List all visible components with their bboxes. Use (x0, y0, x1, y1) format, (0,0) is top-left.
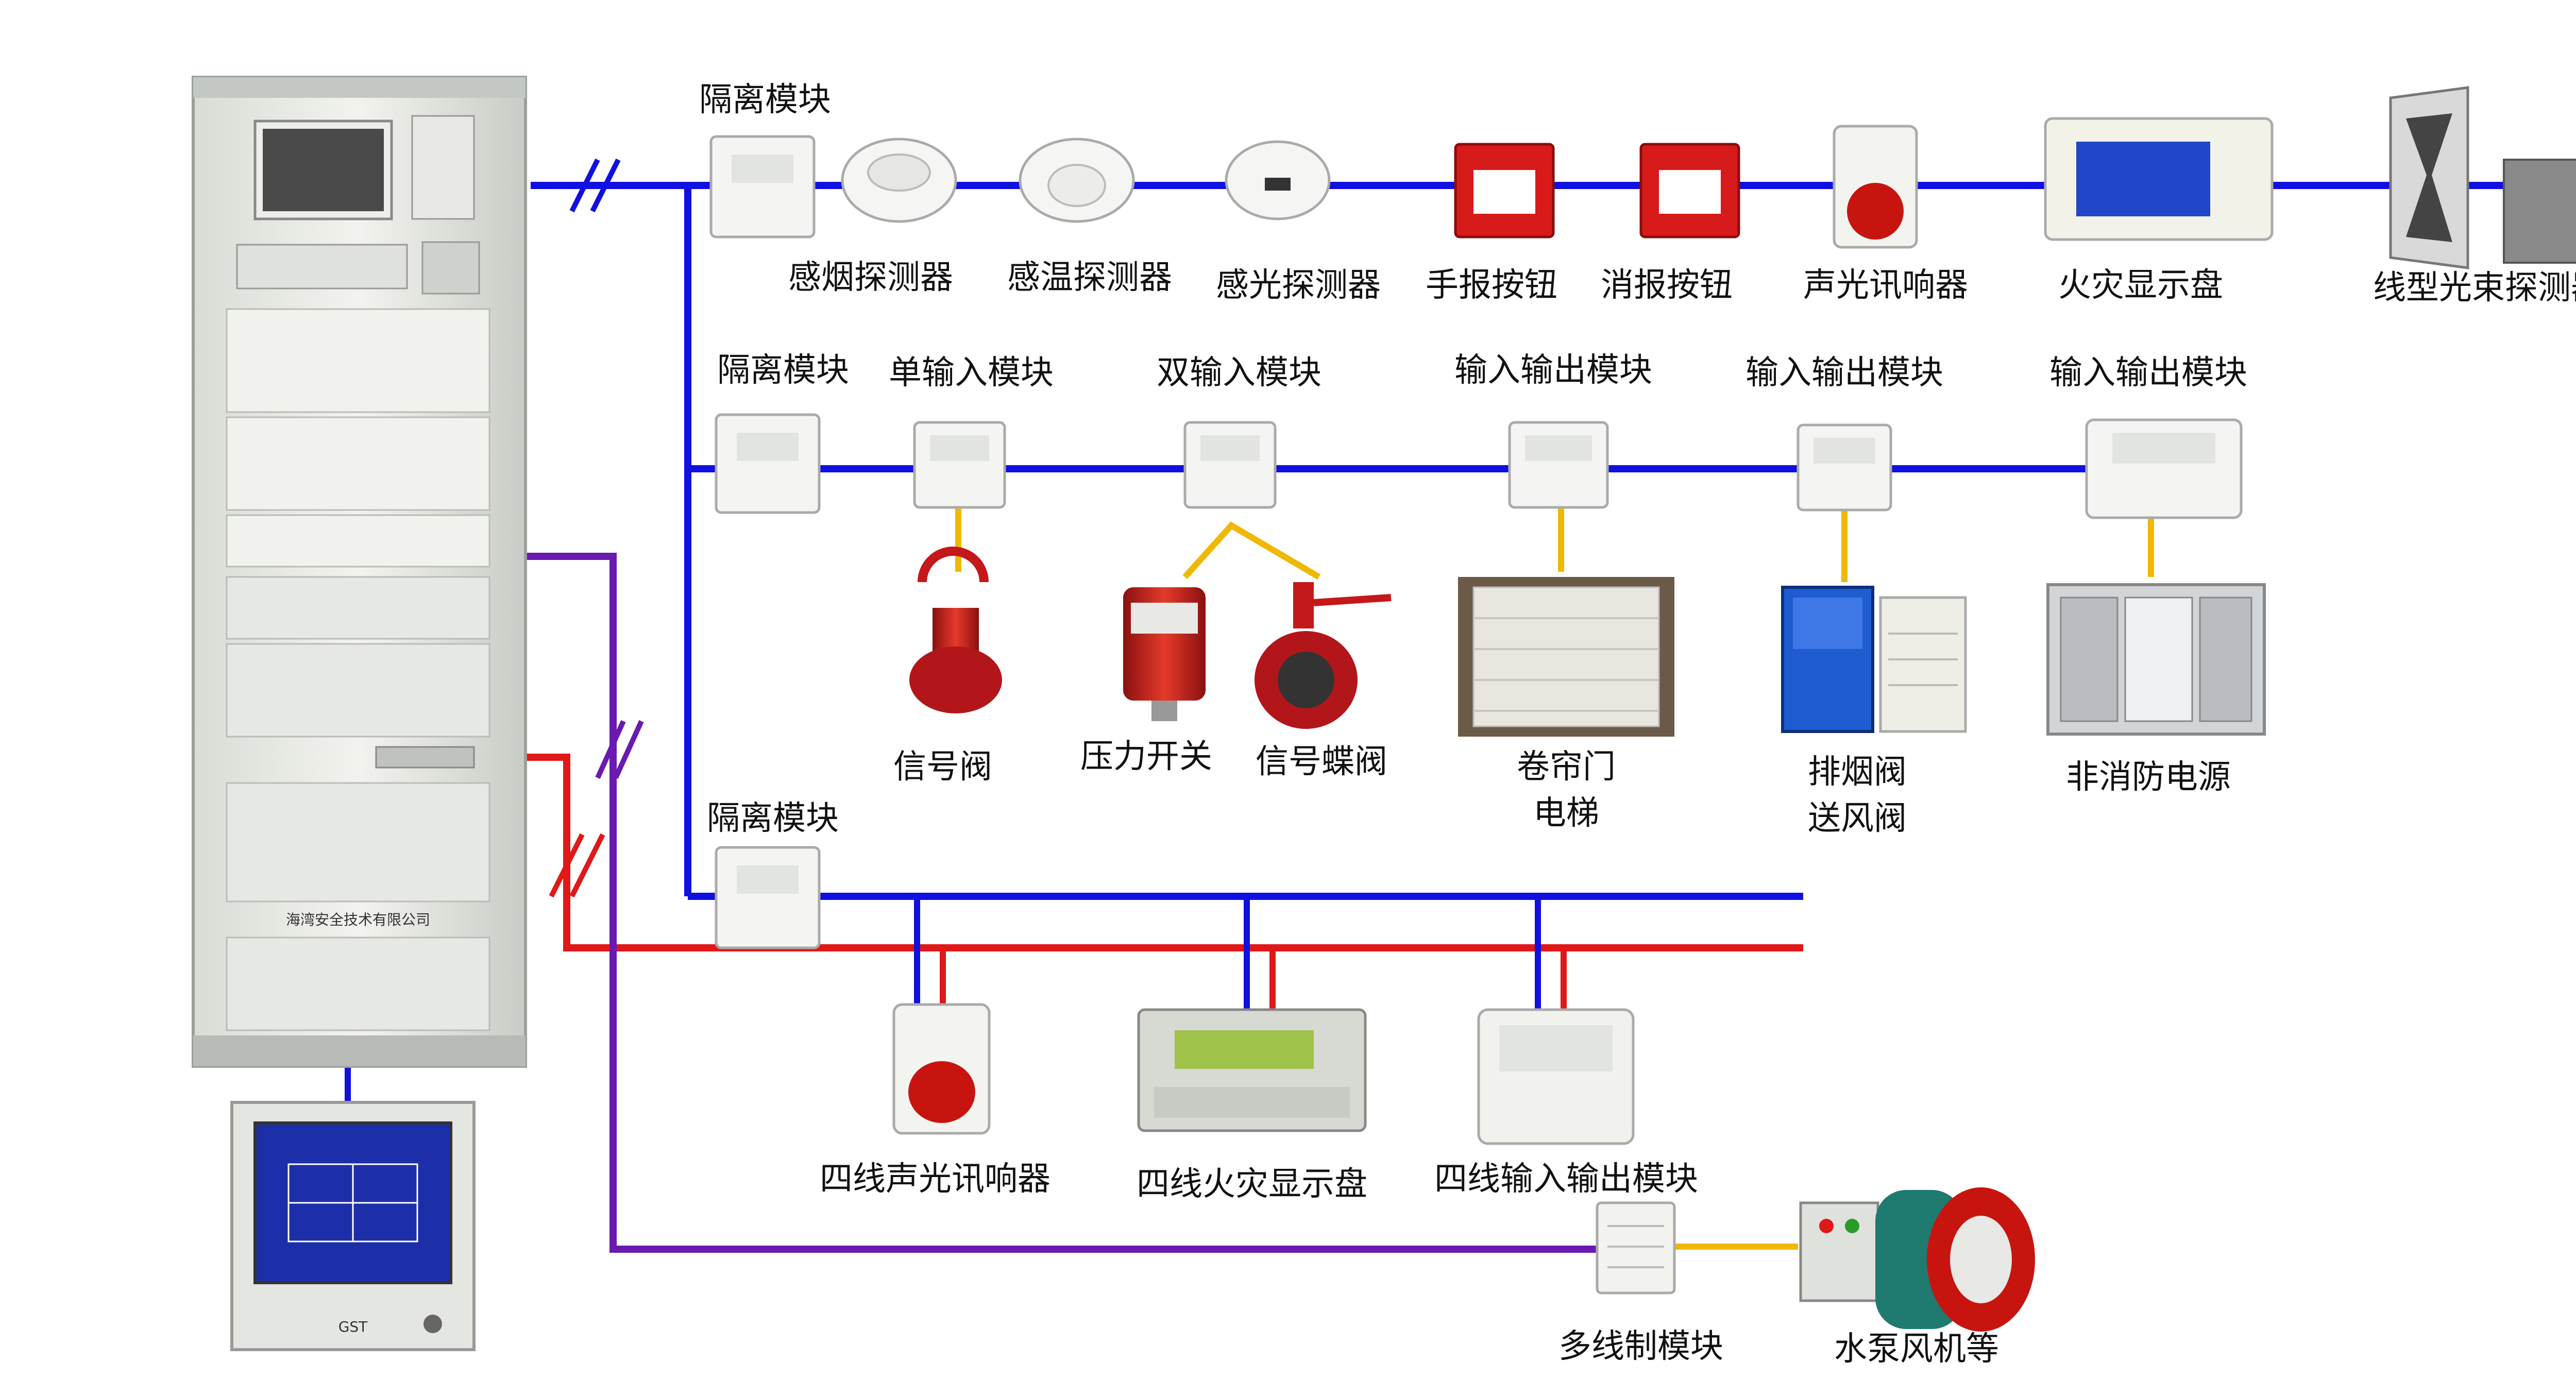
butterfly-valve-label: 信号蝶阀 (1256, 743, 1387, 781)
smoke-detector-label: 感烟探测器 (788, 259, 953, 297)
pump-fan: 水泵风机等 (1799, 1187, 2035, 1368)
sounder-strobe: 声光讯响器 (1803, 125, 1968, 304)
pressure-switch: 压力开关 (1080, 587, 1212, 776)
io-module-3: 输入输出模块 (2049, 354, 2247, 519)
hydrant-button-label: 消报按钮 (1601, 266, 1733, 304)
power-line (526, 754, 1803, 951)
heat-detector: 感温探测器 (1007, 138, 1172, 297)
hydrant-button: 消报按钮 (1601, 143, 1740, 304)
flame-detector-label: 感光探测器 (1216, 266, 1381, 304)
row1-isolator: 隔离模块 (699, 81, 831, 239)
flame-detector: 感光探测器 (1216, 140, 1381, 304)
sounder-strobe-label: 声光讯响器 (1803, 266, 1968, 304)
shutter-door-label: 卷帘门 (1517, 748, 1616, 786)
signal-valve-label: 信号阀 (893, 748, 992, 786)
workstation-brand: GST (338, 1318, 368, 1335)
dual-input-module: 双输入模块 (1157, 354, 1321, 509)
cabinet-indicator-panels (226, 308, 490, 568)
four-wire-display-panel: 四线火灾显示盘 (1137, 1008, 1367, 1203)
beam-detector: 线型光束探测器 (2373, 86, 2576, 307)
cabinet-company-label: 海湾安全技术有限公司 (286, 911, 430, 928)
non-fire-power-label: 非消防电源 (2066, 758, 2231, 796)
smoke-valve-label: 排烟阀 (1808, 753, 1907, 791)
elevator-label: 电梯 (1533, 794, 1599, 832)
four-wire-sounder: 四线声光讯响器 (820, 1003, 1050, 1198)
single-input-module-label: 单输入模块 (889, 354, 1054, 392)
beam-detector-label: 线型光束探测器 (2373, 269, 2576, 307)
multiline-cable (526, 553, 1597, 1253)
smoke-exhaust-valve: 排烟阀 送风阀 (1781, 586, 1967, 838)
manual-call-point-label: 手报按钮 (1426, 266, 1557, 304)
multiline-module: 多线制模块 (1558, 1201, 1723, 1366)
control-cabinet: 海湾安全技术有限公司 (192, 76, 527, 1068)
four-wire-io-module-label: 四线输入输出模块 (1434, 1160, 1698, 1198)
io-module-1-label: 输入输出模块 (1454, 351, 1652, 389)
smoke-detector: 感烟探测器 (788, 138, 957, 297)
row3-isolator: 隔离模块 (707, 799, 839, 949)
graphic-workstation: GST (230, 1101, 476, 1351)
io-module-2: 输入输出模块 (1745, 354, 1943, 512)
manual-call-point: 手报按钮 (1426, 143, 1557, 304)
io-module-3-label: 输入输出模块 (2049, 354, 2247, 392)
row2-isolator-label: 隔离模块 (717, 351, 849, 389)
four-wire-sounder-label: 四线声光讯响器 (820, 1160, 1050, 1198)
fire-display-panel: 火灾显示盘 (2044, 117, 2274, 304)
multiline-module-label: 多线制模块 (1558, 1327, 1723, 1366)
butterfly-valve: 信号蝶阀 (1255, 582, 1392, 781)
four-wire-display-panel-label: 四线火灾显示盘 (1137, 1165, 1367, 1203)
supply-air-valve-label: 送风阀 (1808, 799, 1907, 838)
non-fire-power-cabinet: 非消防电源 (2046, 583, 2266, 796)
row3-isolator-label: 隔离模块 (707, 799, 839, 838)
row1-isolator-label: 隔离模块 (699, 81, 831, 119)
single-input-module: 单输入模块 (889, 354, 1054, 509)
roller-shutter-door: 卷帘门 电梯 (1458, 577, 1674, 832)
io-module-1: 输入输出模块 (1454, 351, 1652, 509)
signal-valve: 信号阀 (893, 547, 1002, 786)
four-wire-io-module: 四线输入输出模块 (1434, 1008, 1698, 1198)
row2-isolator: 隔离模块 (715, 351, 849, 514)
pump-fan-label: 水泵风机等 (1834, 1330, 1999, 1368)
fire-display-panel-label: 火灾显示盘 (2058, 266, 2223, 304)
pressure-switch-label: 压力开关 (1080, 738, 1212, 776)
io-module-2-label: 输入输出模块 (1745, 354, 1943, 392)
dual-input-module-label: 双输入模块 (1157, 354, 1321, 392)
heat-detector-label: 感温探测器 (1007, 259, 1172, 297)
